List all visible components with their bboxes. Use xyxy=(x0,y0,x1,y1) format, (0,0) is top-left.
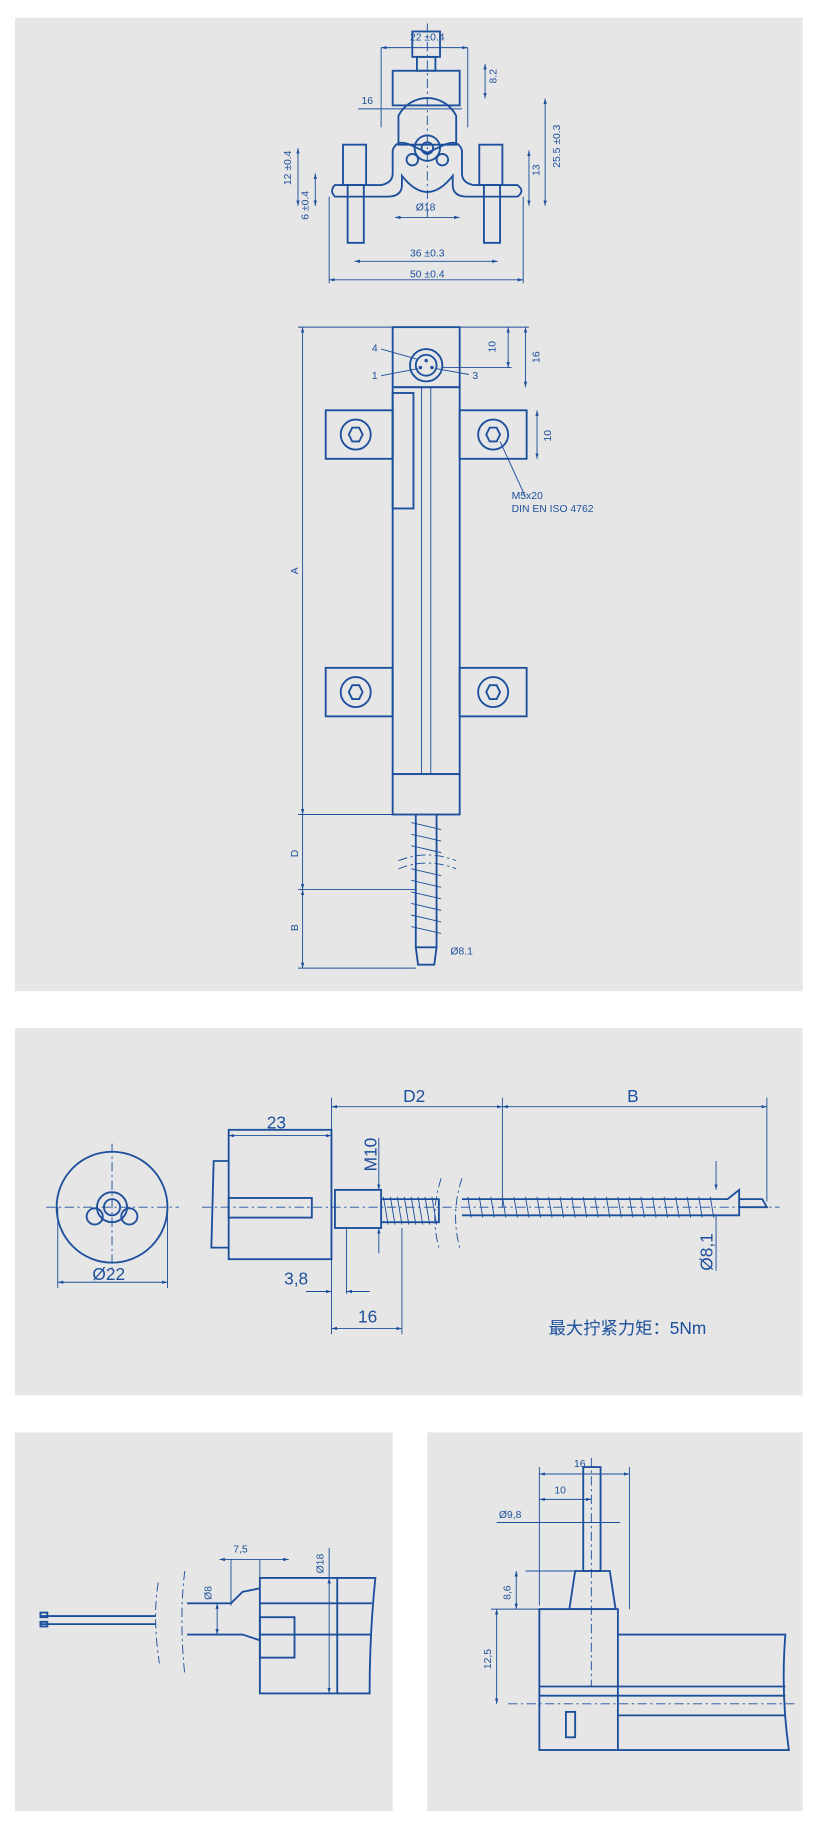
dim-8-2-label: 8.2 xyxy=(489,69,500,84)
screw-standard-label: DIN EN ISO 4762 xyxy=(512,504,594,515)
torque-note: 最大拧紧力矩：5Nm xyxy=(549,1318,707,1338)
dim-16-label: 16 xyxy=(358,1307,377,1327)
dim-d-label: D xyxy=(290,850,301,858)
dim-b-label: B xyxy=(627,1086,639,1106)
dim-a-label: A xyxy=(290,567,301,574)
panel-dimension-views: 22 ±0.4 8.2 16 25.5 ±0.3 12 ±0.4 13 6 ±0… xyxy=(15,17,803,992)
dim-13-label: 13 xyxy=(531,164,542,176)
panel-cable-view: 7,5 Ø18 Ø8 xyxy=(15,1432,393,1812)
dim-25-5-label: 25.5 ±0.3 xyxy=(552,124,563,167)
dim-dia8-1-label: Ø8.1 xyxy=(450,946,473,957)
dim-dia9-8-label: Ø9,8 xyxy=(499,1510,522,1521)
dim-m10-label: M10 xyxy=(361,1138,381,1172)
pin-4-label: 4 xyxy=(372,343,378,354)
pin-3-label: 3 xyxy=(472,371,478,382)
dim-7-5-label: 7,5 xyxy=(233,1545,248,1556)
dim-16-label: 16 xyxy=(574,1459,586,1470)
dim-6-label: 6 ±0.4 xyxy=(300,191,311,220)
panel-connector-view: 16 10 Ø9,8 8,6 12,5 xyxy=(427,1432,803,1812)
dim-8-6-label: 8,6 xyxy=(502,1585,513,1600)
dim-b-label: B xyxy=(290,924,301,931)
top-view-drawing: 22 ±0.4 8.2 16 25.5 ±0.3 12 ±0.4 13 6 ±0… xyxy=(283,23,563,284)
dim-dia18-label: Ø18 xyxy=(416,202,436,213)
dim-10-label: 10 xyxy=(487,341,498,353)
mounting-tab xyxy=(324,409,394,460)
dim-16-label: 16 xyxy=(531,351,542,363)
mounting-tab xyxy=(324,666,394,718)
dim-3-8-label: 3,8 xyxy=(284,1269,308,1289)
dim-10-label: 10 xyxy=(554,1486,566,1497)
dim-12-label: 12 ±0.4 xyxy=(283,150,294,185)
screw-spec-label: M5x20 xyxy=(512,491,543,502)
mounting-tab xyxy=(458,409,528,460)
dim-tab-10-label: 10 xyxy=(543,430,554,442)
dim-36-label: 36 ±0.3 xyxy=(410,249,445,260)
dim-dia18-label: Ø18 xyxy=(315,1553,326,1573)
dim-23-label: 23 xyxy=(267,1113,286,1133)
panel-rod-view: 23 D2 B M10 Ø22 3,8 16 Ø8,1 最大拧紧力矩：5Nm xyxy=(15,1028,803,1396)
dim-50-label: 50 ±0.4 xyxy=(410,269,445,280)
dim-16-label: 16 xyxy=(361,96,373,107)
mounting-tab xyxy=(458,666,528,718)
dim-22-label: 22 ±0.4 xyxy=(410,33,445,44)
dim-12-5-label: 12,5 xyxy=(483,1649,494,1669)
dim-dia8-label: Ø8 xyxy=(203,1586,214,1600)
dim-d2-label: D2 xyxy=(403,1086,425,1106)
front-view-drawing: 4 1 3 10 16 10 M5x20 DIN EN ISO 4762 A D… xyxy=(290,326,594,969)
pin-1-label: 1 xyxy=(372,371,378,382)
dim-dia8-1-label: Ø8,1 xyxy=(697,1233,717,1271)
dim-dia22-label: Ø22 xyxy=(92,1264,125,1284)
